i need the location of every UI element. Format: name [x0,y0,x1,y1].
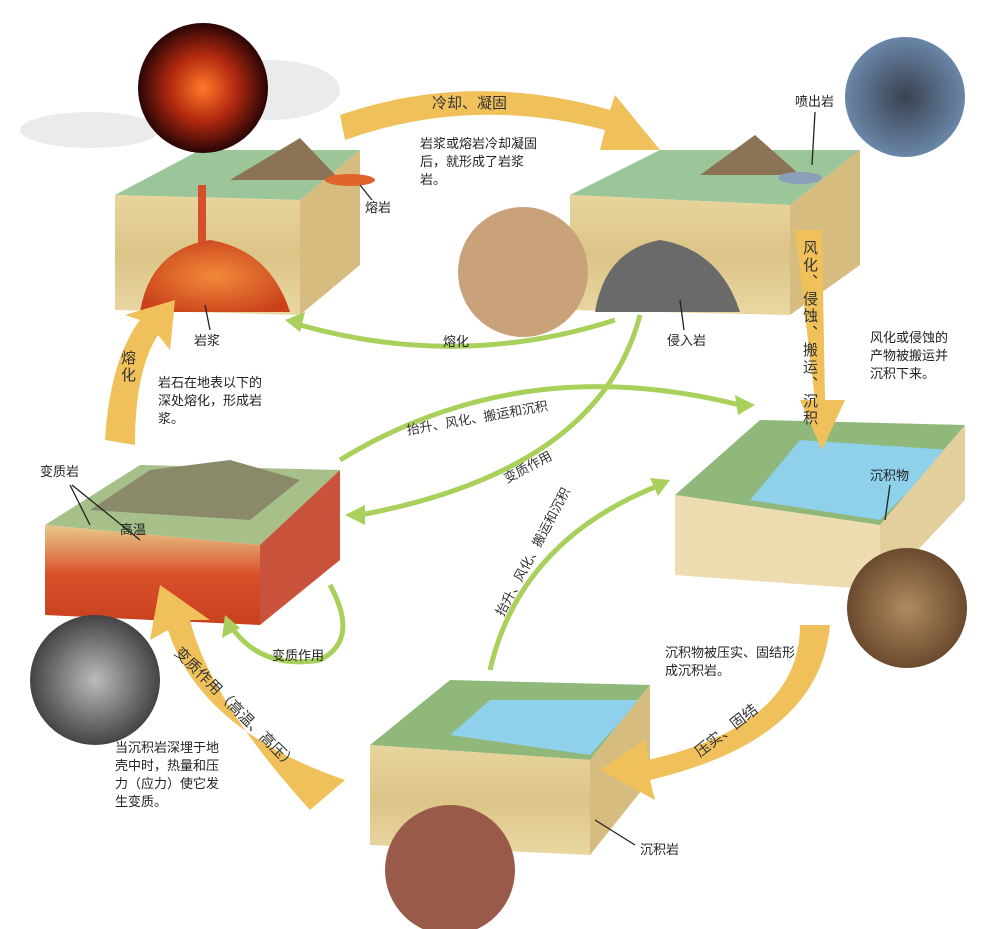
pointer-lines [69,111,891,846]
caption-metamorphism: 当沉积岩深埋于地壳中时，热量和压力（应力）使它发生变质。 [115,741,220,810]
basalt-photo [845,37,965,157]
gneiss-photo [30,615,160,745]
label-lava: 熔岩 [365,201,392,216]
label-sedimentary: 沉积岩 [640,843,680,858]
sandstone-photo [847,548,967,668]
label-magma: 岩浆 [194,334,221,349]
yellow-arrows [105,91,845,810]
arrow-melting-mid [299,317,616,349]
arrow-label-weathering: 风化、侵蚀、搬运、沉积 [801,240,819,427]
sedimentary-cliff-photo [385,805,515,929]
arrow-compaction [600,625,830,800]
metamorphic-block [45,460,340,625]
green-arrows [227,314,741,671]
label-metamorphic: 变质岩 [40,465,80,480]
label-intrusive: 侵入岩 [667,334,707,349]
arrow-weathering [795,230,845,450]
label-extrusive: 喷出岩 [795,95,835,110]
caption-igneous: 岩浆或熔岩冷却凝固后，就形成了岩浆岩。 [420,137,538,188]
lava-photo [138,23,268,153]
arrow-label-cool-solidify: 冷却、凝固 [432,94,508,112]
arrow-label-metamorphism-loop: 变质作用 [272,649,325,664]
caption-compaction: 沉积物被压实、固结形成沉积岩。 [665,646,796,679]
label-high-temp: 高温 [120,523,147,538]
igneous-block-magma [115,138,375,315]
caption-melting: 岩石在地表以下的深处熔化，形成岩浆。 [158,376,263,427]
igneous-block-cooled [570,135,860,315]
arrow-melting [105,300,175,445]
sediment-block [675,420,965,590]
arrow-label-melting-mid: 熔化 [443,335,470,350]
granite-mountain-photo [458,207,588,337]
arrow-cool-solidify [340,91,660,150]
arrow-uplift-top [338,384,741,463]
label-sediment: 沉积物 [870,469,910,484]
arrow-metamorphism-mid [359,314,643,518]
arrow-uplift-bottom [487,482,661,671]
arrow-metamorphism-loop [227,583,346,665]
arrow-label-melting: 熔化 [119,350,137,384]
caption-sediment: 风化或侵蚀的产物被搬运并沉积下来。 [870,331,949,382]
arrow-metamorphism-high [150,585,345,810]
